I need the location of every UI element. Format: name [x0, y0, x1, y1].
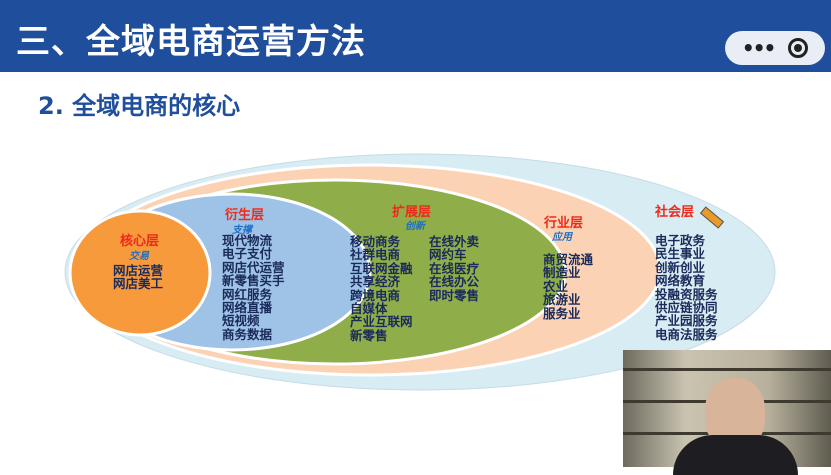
list-item: 商贸流通: [543, 252, 594, 267]
list-item: 旅游业: [543, 292, 581, 308]
core-subtitle: 交易: [129, 251, 149, 262]
list-item: 移动商务: [350, 234, 401, 249]
industry-title: 行业层: [544, 216, 584, 231]
list-item: 农业: [543, 278, 569, 294]
list-item: 网红服务: [222, 286, 273, 302]
list-item: 产业互联网: [350, 314, 413, 330]
list-item: 投融资服务: [655, 286, 718, 302]
list-item: 创新创业: [655, 259, 706, 275]
header-bar: 三、全域电商运营方法 •••: [0, 0, 831, 72]
list-item: 网店美工: [113, 276, 164, 292]
list-item: 网络教育: [655, 273, 706, 289]
list-item: 现代物流: [222, 233, 273, 248]
extended-title: 扩展层: [392, 205, 432, 220]
derived-subtitle: 支撑: [232, 225, 252, 236]
list-item: 短视频: [222, 313, 260, 329]
extended-subtitle: 创新: [405, 221, 425, 232]
list-item: 电子政务: [655, 233, 706, 248]
list-item: 网络直播: [222, 300, 273, 316]
list-item: 网店运营: [113, 263, 164, 278]
list-item: 供应链协同: [655, 300, 718, 316]
list-item: 新零售买手: [222, 273, 285, 289]
derived-title: 衍生层: [225, 208, 265, 223]
presenter-body: [673, 435, 798, 475]
industry-subtitle: 应用: [552, 232, 572, 243]
close-target-icon[interactable]: [788, 38, 809, 58]
list-item: 自媒体: [350, 301, 388, 317]
industry-list: 商贸流通 制造业 农业 旅游业 服务业: [543, 253, 593, 320]
list-item: 跨境电商: [350, 287, 401, 303]
miniprogram-capsule: •••: [725, 31, 825, 65]
list-item: 电子支付: [222, 246, 273, 262]
list-item: 互联网金融: [350, 260, 413, 276]
list-item: 在线办公: [429, 274, 480, 290]
list-item: 商务数据: [222, 326, 273, 342]
list-item: 社群电商: [350, 247, 401, 263]
section-subtitle: 2. 全域电商的核心: [38, 92, 241, 120]
core-title: 核心层: [120, 234, 160, 249]
derived-list: 现代物流 电子支付 网店代运营 新零售买手 网红服务 网络直播 短视频 商务数据: [222, 233, 285, 342]
list-item: 在线外卖: [429, 234, 480, 249]
slide-title: 三、全域电商运营方法: [16, 22, 366, 62]
society-list: 电子政务 民生事业 创新创业 网络教育 投融资服务 供应链协同 产业园服务 电商…: [655, 233, 718, 342]
extended-list-right: 在线外卖 网约车 在线医疗 在线办公 即时零售: [429, 235, 479, 302]
society-title: 社会层: [655, 205, 695, 220]
list-item: 民生事业: [655, 246, 706, 262]
core-layer-shape: [68, 209, 212, 337]
list-item: 产业园服务: [655, 313, 718, 329]
presenter-webcam-video: [623, 350, 831, 475]
list-item: 网店代运营: [222, 259, 285, 275]
list-item: 即时零售: [429, 287, 480, 303]
list-item: 在线医疗: [429, 260, 480, 276]
core-list: 网店运营 网店美工: [113, 264, 163, 291]
extended-list-left: 移动商务 社群电商 互联网金融 共享经济 跨境电商 自媒体 产业互联网 新零售: [350, 234, 413, 343]
list-item: 制造业: [543, 265, 581, 281]
list-item: 新零售: [350, 327, 388, 343]
list-item: 共享经济: [350, 274, 401, 290]
more-icon[interactable]: •••: [741, 36, 776, 60]
list-item: 电商法服务: [655, 326, 718, 342]
list-item: 服务业: [543, 305, 581, 321]
list-item: 网约车: [429, 247, 467, 263]
